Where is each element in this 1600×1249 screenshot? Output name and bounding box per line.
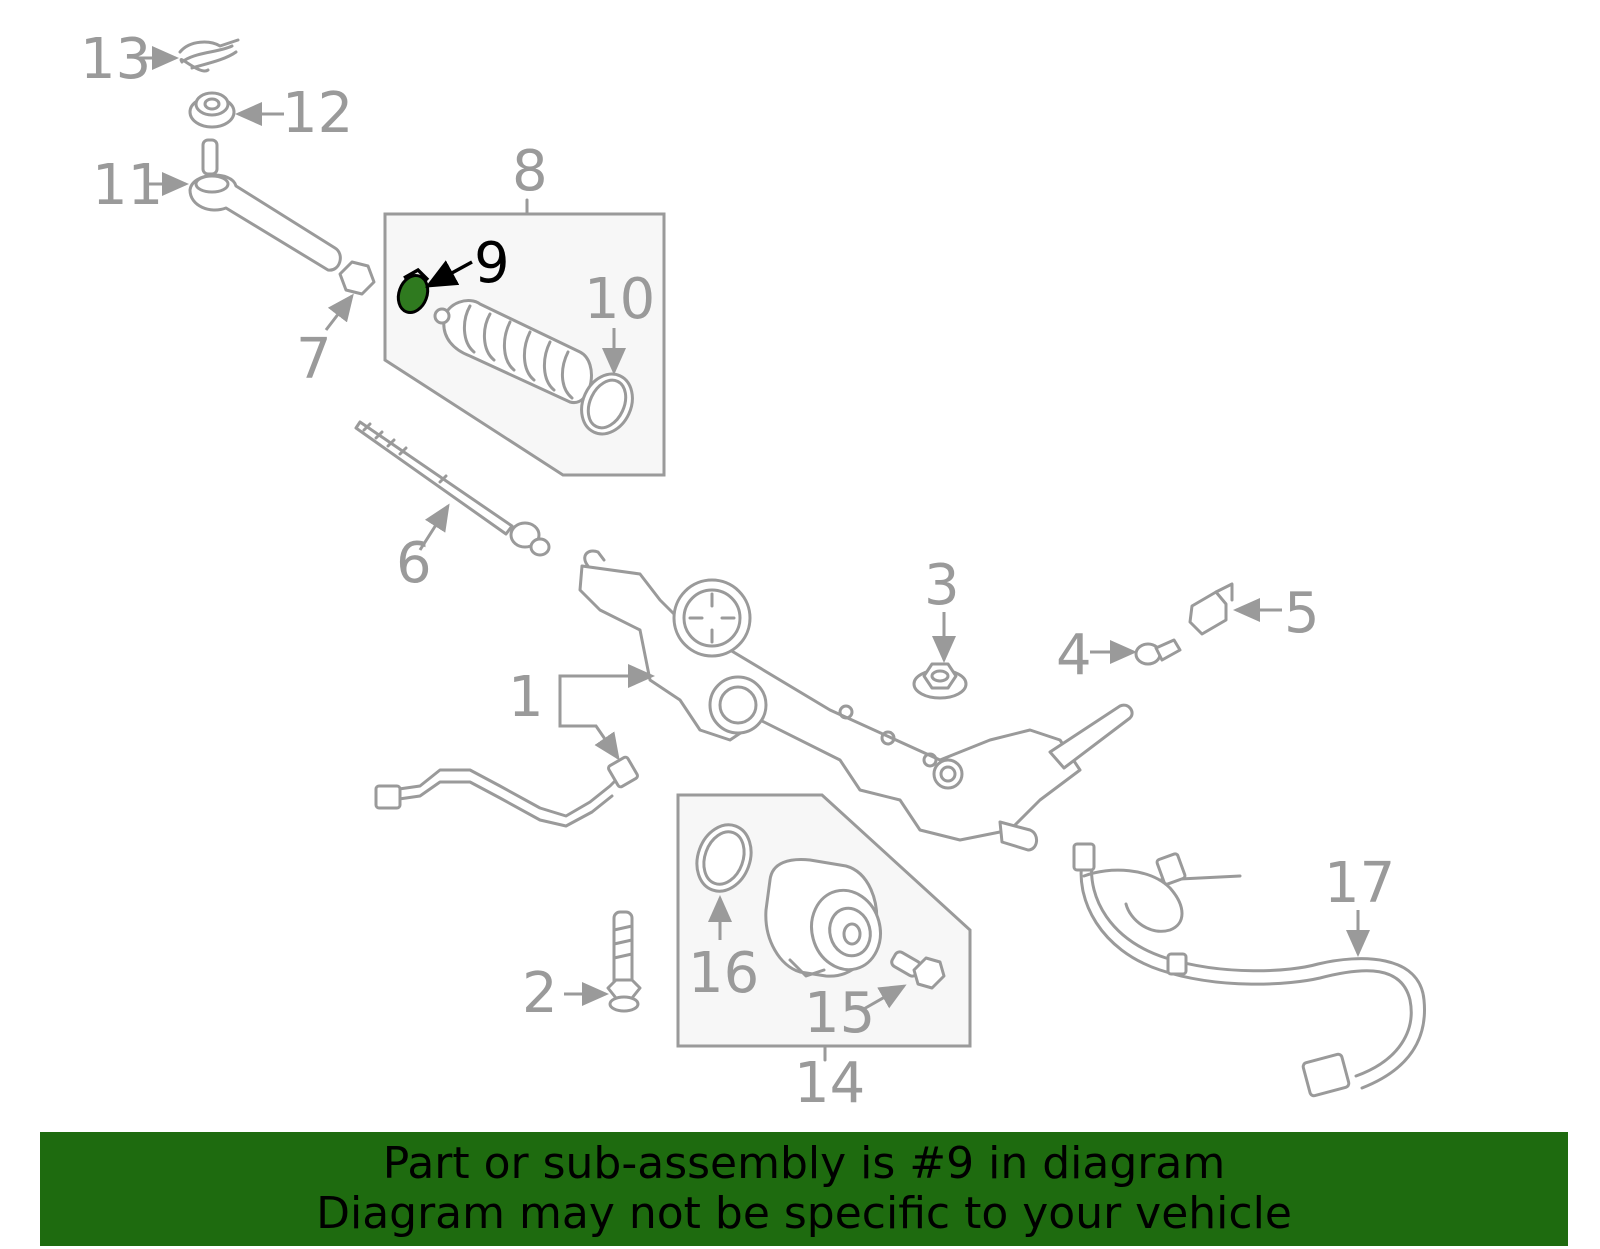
o-ring-part[interactable]: [688, 817, 760, 899]
bracket-part[interactable]: [1188, 582, 1234, 636]
callout-10: 10: [584, 267, 655, 332]
boot-clamp-part-highlighted[interactable]: [393, 267, 432, 317]
callout-11: 11: [92, 153, 163, 218]
callout-16: 16: [688, 941, 759, 1006]
callout-1: 1: [508, 665, 544, 730]
callout-6: 6: [396, 531, 432, 596]
gear-harness-part[interactable]: [374, 755, 639, 828]
callout-5: 5: [1284, 581, 1320, 646]
callout-13: 13: [80, 27, 151, 92]
callout-15: 15: [804, 981, 875, 1046]
steering-gear-part[interactable]: [578, 549, 1134, 852]
callout-9-highlighted: 9: [474, 231, 510, 296]
banner-part-note: Part or sub-assembly is #9 in diagram: [382, 1138, 1226, 1189]
banner-vehicle-disclaimer: Diagram may not be specific to your vehi…: [316, 1188, 1292, 1239]
notice-banner: Part or sub-assembly is #9 in diagram Di…: [40, 1132, 1568, 1246]
callout-3: 3: [924, 553, 960, 618]
boot-band-part[interactable]: [572, 366, 642, 442]
tie-rod-end-part[interactable]: [188, 138, 342, 272]
callout-7: 7: [296, 327, 332, 392]
motor-harness-part[interactable]: [1072, 842, 1426, 1098]
callout-12: 12: [282, 81, 353, 146]
jam-nut-part[interactable]: [338, 260, 376, 296]
callout-17: 17: [1324, 851, 1395, 916]
sensor-cap-part[interactable]: [1134, 638, 1182, 666]
flange-nut-part[interactable]: [912, 662, 968, 700]
mounting-bolt-part[interactable]: [606, 910, 642, 1013]
callout-14: 14: [794, 1051, 865, 1116]
callout-2: 2: [522, 961, 558, 1026]
callout-4: 4: [1056, 623, 1092, 688]
inner-tie-rod-part[interactable]: [354, 420, 551, 557]
cotter-clip-part[interactable]: [178, 38, 240, 73]
callout-8: 8: [512, 139, 548, 204]
motor-bolt-part[interactable]: [890, 950, 946, 990]
assist-motor-part[interactable]: [764, 858, 889, 978]
castle-nut-part[interactable]: [188, 91, 236, 129]
